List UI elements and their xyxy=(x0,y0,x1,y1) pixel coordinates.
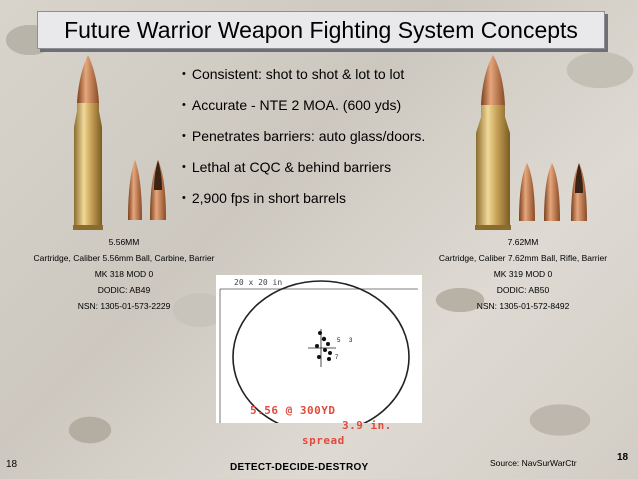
bullet-marker: • xyxy=(182,68,186,80)
caption-line: MK 318 MOD 0 xyxy=(94,269,154,279)
page-number-left: 18 xyxy=(6,459,18,470)
title-box: Future Warrior Weapon Fighting System Co… xyxy=(37,11,605,49)
caption-line: NSN: 1305-01-573-2229 xyxy=(77,301,171,311)
caption-line: Cartridge, Caliber 7.62mm Ball, Rifle, B… xyxy=(438,253,608,263)
bullet-text: Accurate - NTE 2 MOA. (600 yds) xyxy=(191,97,402,113)
shot-label: 7 xyxy=(335,355,339,361)
bullet-item: • Accurate - NTE 2 MOA. (600 yds) xyxy=(182,97,401,113)
caption-line: Cartridge, Caliber 5.56mm Ball, Carbine,… xyxy=(33,253,215,263)
target-rings xyxy=(219,280,418,423)
result-label: 5.56 @ 300YD xyxy=(250,404,336,417)
caption-line: 7.62MM xyxy=(507,237,539,247)
page-number-right: 18 xyxy=(617,452,629,463)
target-size-note: 20 x 20 in xyxy=(234,278,283,287)
shot-label: 3 xyxy=(349,338,353,344)
bullet-item: • Consistent: shot to shot & lot to lot xyxy=(182,66,404,82)
caption-line: DODIC: AB49 xyxy=(97,285,151,295)
left-cartridge-image xyxy=(73,55,166,230)
bullet-item: • Lethal at CQC & behind barriers xyxy=(182,159,391,175)
bullet-marker: • xyxy=(182,192,186,204)
spread-value: 3.9 in. xyxy=(342,419,392,432)
bullet-item: • Penetrates barriers: auto glass/doors. xyxy=(182,128,425,144)
caption-line: DODIC: AB50 xyxy=(496,285,550,295)
right-cartridge-caption: 7.62MM Cartridge, Caliber 7.62mm Ball, R… xyxy=(410,234,636,314)
footer-motto: DETECT-DECIDE-DESTROY xyxy=(230,462,369,473)
bullet-text: 2,900 fps in short barrels xyxy=(191,190,346,206)
caption-line: MK 319 MOD 0 xyxy=(493,269,553,279)
source-note: Source: NavSurWarCtr xyxy=(490,458,577,468)
target-image: 20 x 20 in 5 3 7 xyxy=(216,275,422,423)
left-cartridge-caption: 5.56MM Cartridge, Caliber 5.56mm Ball, C… xyxy=(4,234,244,314)
bullet-item: • 2,900 fps in short barrels xyxy=(182,190,346,206)
caption-line: NSN: 1305-01-572-8492 xyxy=(476,301,570,311)
shot-label: 5 xyxy=(337,338,341,344)
bullet-text: Consistent: shot to shot & lot to lot xyxy=(191,66,405,82)
bullet-text: Lethal at CQC & behind barriers xyxy=(191,159,392,175)
right-cartridge-image xyxy=(475,55,587,230)
spread-word: spread xyxy=(302,434,345,447)
bullet-marker: • xyxy=(182,130,186,142)
slide-title: Future Warrior Weapon Fighting System Co… xyxy=(64,16,578,43)
bullet-marker: • xyxy=(182,161,186,173)
bullet-text: Penetrates barriers: auto glass/doors. xyxy=(191,128,426,144)
bullet-marker: • xyxy=(182,99,186,111)
caption-line: 5.56MM xyxy=(108,237,140,247)
